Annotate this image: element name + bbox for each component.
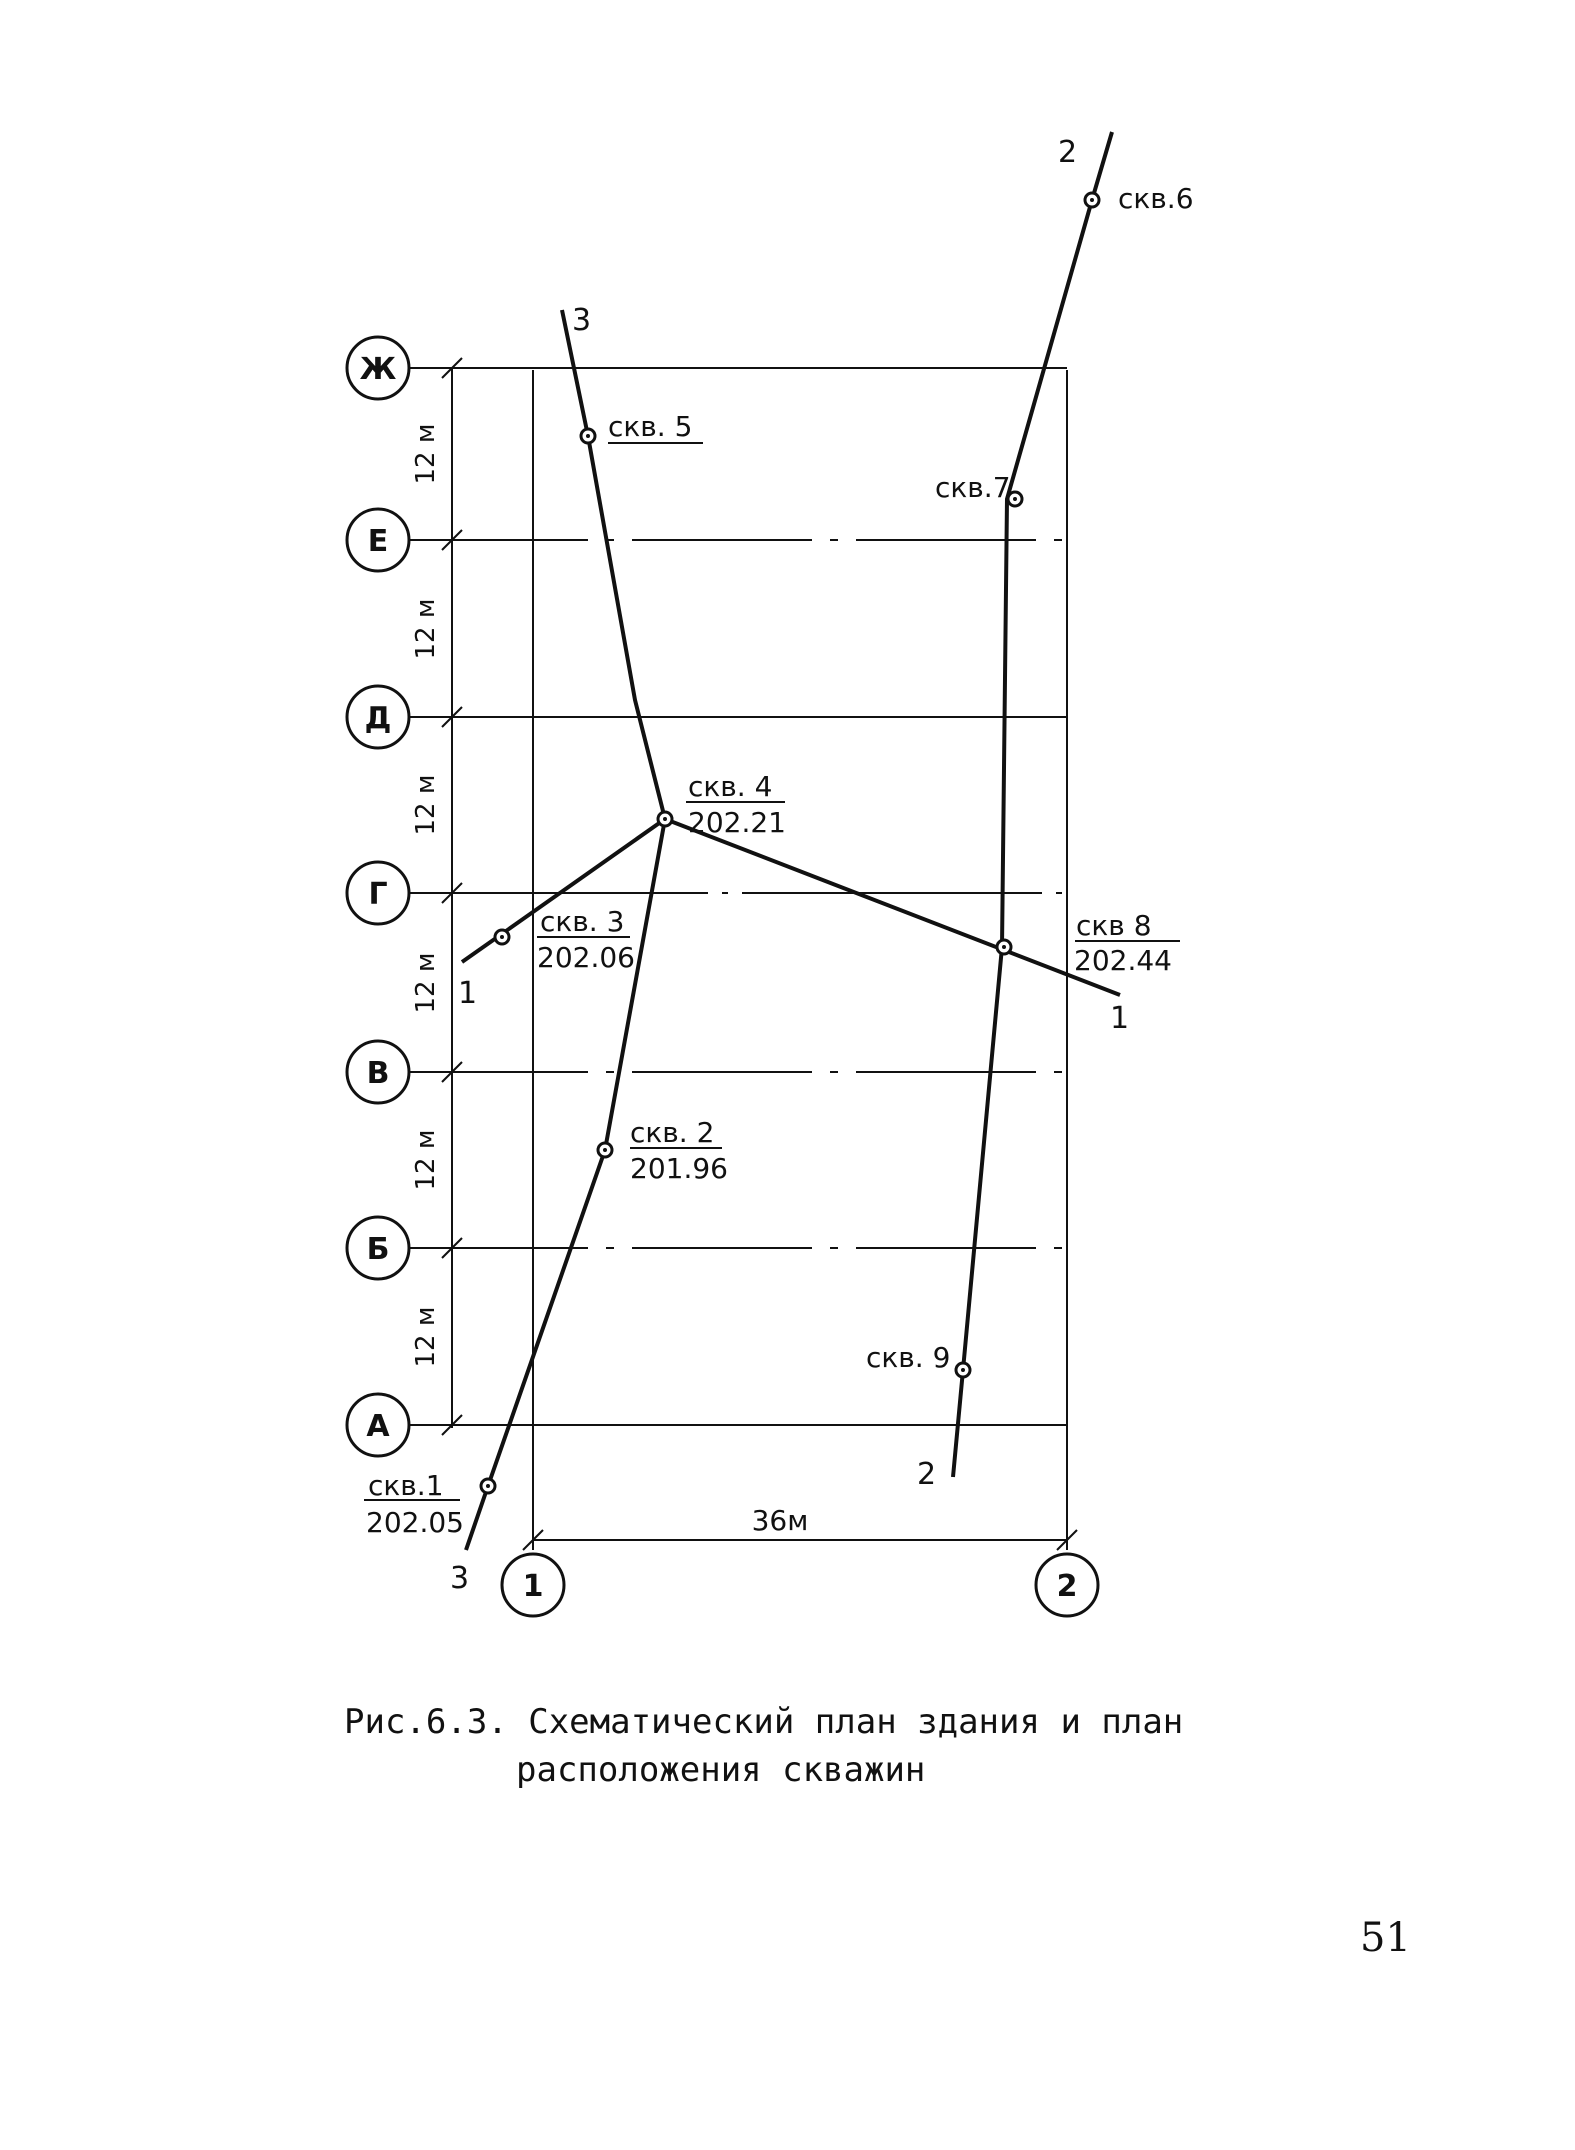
axis-label-row-a: А [366,1409,390,1444]
axis-bubble-row-d [345,684,411,750]
borehole-8-elevation: 202.44 [1074,944,1172,977]
axis-label-col-2: 2 [1057,1569,1078,1604]
caption-line-1: Рис.6.3. Схематический план здания и пла… [344,1702,1184,1742]
borehole-7-name: скв.7 [935,471,1011,504]
axis-label-row-b: Б [367,1232,390,1267]
axis-label-row-zh: Ж [360,352,397,387]
dimension-label-width: 36м [752,1504,809,1537]
axis-label-col-1: 1 [523,1569,544,1604]
borehole-3-elevation: 202.06 [537,941,635,974]
axis-label-row-g: Г [368,877,387,912]
borehole-3-name: скв. 3 [540,905,624,938]
axis-label-row-v: В [367,1056,390,1091]
axis-bubble-row-zh [345,335,411,401]
axis-bubble-col-1 [500,1552,566,1618]
borehole-2-name: скв. 2 [630,1116,714,1149]
borehole-markers [479,191,1101,1495]
borehole-6-name: скв.6 [1118,182,1194,215]
axis-bubble-row-b [345,1215,411,1281]
axis-bubble-row-a [345,1392,411,1458]
axis-label-row-e: Е [368,524,389,559]
section-2-start-label: 2 [1058,135,1077,170]
caption-line-2: расположения скважин [516,1750,926,1790]
page-number: 51 [1360,1915,1411,1961]
borehole-9-name: скв. 9 [866,1341,950,1374]
borehole-4-name: скв. 4 [688,770,772,803]
section-line-2-2 [951,131,1114,1478]
borehole-1-elevation: 202.05 [366,1506,464,1539]
section-1-end-label: 1 [1110,1001,1129,1036]
section-2-end-label: 2 [917,1457,936,1492]
axis-bubble-row-e [345,507,411,573]
axis-bubble-row-v [345,1039,411,1105]
borehole-4-elevation: 202.21 [688,806,786,839]
axis-bubble-row-g [345,860,411,926]
dimension-label-v-b: 12 м [411,1130,441,1191]
borehole-1-name: скв.1 [368,1469,444,1502]
section-3-end-label: 3 [450,1561,469,1596]
borehole-5-name: скв. 5 [608,410,692,443]
dimension-label-g-v: 12 м [411,953,441,1014]
borehole-2-elevation: 201.96 [630,1152,728,1185]
figure-caption: Рис.6.3. Схематический план здания и пла… [344,1698,1183,1794]
dimension-label-e-d: 12 м [411,599,441,660]
borehole-8-name: скв 8 [1076,909,1152,942]
dimension-label-zh-e: 12 м [411,424,441,485]
dimension-ticks [441,357,463,1436]
section-1-start-label: 1 [458,976,477,1011]
section-3-start-label: 3 [572,303,591,338]
axis-label-row-d: Д [365,701,392,736]
dimension-label-d-g: 12 м [411,775,441,836]
axis-bubble-col-2 [1034,1552,1100,1618]
dimension-label-b-a: 12 м [411,1307,441,1368]
